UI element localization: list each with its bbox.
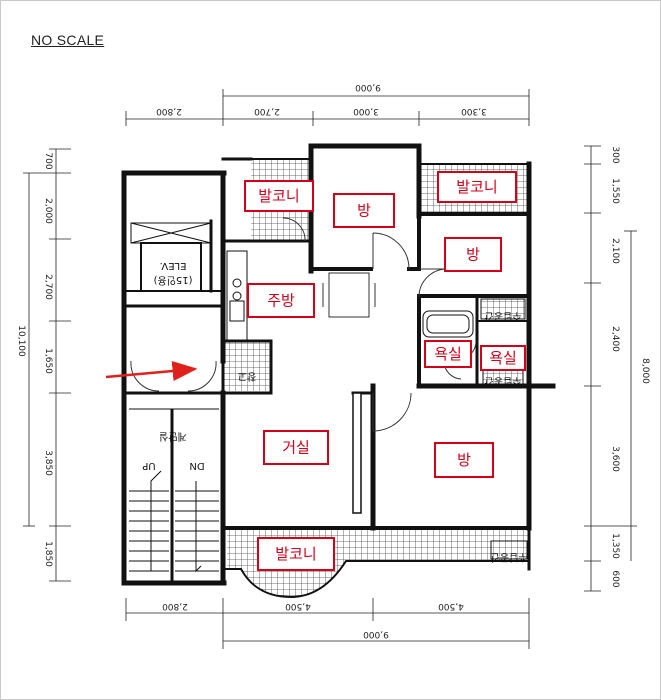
dim-left-total: 10,100 [16,325,26,357]
room-n-label-box: 방 [333,193,395,228]
staircase [129,408,219,583]
kitchen-label: 주방 [267,292,295,310]
balcony-s-label-box: 발코니 [257,537,335,571]
small-room-label: 창고 [238,370,256,382]
balcony-ne-label-box: 발코니 [437,171,517,203]
dim-bottom-total: 9,000 [363,629,389,639]
balcony-s-label: 발코니 [275,545,316,563]
bottom-dimension-lines [125,598,530,649]
dim-right-2: 1,550 [610,178,620,204]
dining-table [322,272,376,318]
storage-label-3: 수납공간 [491,551,528,563]
dim-bottom-2: 4,500 [285,601,311,611]
kitchen-counter [226,250,248,342]
stair-up-label: UP [142,460,155,471]
bath-2-label: 욕실 [489,349,517,367]
balcony-nw-label-box: 발코니 [244,180,314,212]
dim-right-7: 600 [610,570,620,587]
dim-left-5: 3,850 [43,450,53,476]
dim-right-1: 300 [610,146,620,163]
stair-label: 계단실 [159,430,187,442]
storage-label-1: 수납공간 [485,310,522,322]
dim-right-4: 2,400 [610,326,620,352]
stair-dn-label: DN [189,460,204,471]
dim-top-3: 3,000 [353,106,379,116]
kitchen-label-box: 주방 [247,283,315,318]
bath-1-label-box: 욕실 [424,340,472,368]
dim-bottom-1: 2,800 [162,601,188,611]
room-n-label: 방 [357,202,371,220]
living-label-box: 거실 [263,430,329,465]
elevator: ELEV. (15인용) [130,222,212,292]
left-dimension-lines [23,148,71,582]
room-se-label-box: 방 [434,442,494,478]
dim-right-5: 3,600 [610,446,620,472]
elevator-capacity: (15인용) [153,274,192,286]
bathtub [422,310,474,338]
room-ne-label-box: 방 [444,237,502,272]
walls [121,143,556,599]
dim-left-4: 1,650 [43,348,53,374]
elevator-label: ELEV. [160,260,187,271]
dim-top-total: 9,000 [355,82,381,92]
room-se-label: 방 [457,451,471,469]
room-ne-label: 방 [466,246,480,264]
storage-label-2: 수납공간 [485,375,522,387]
dim-top-1: 2,800 [156,106,182,116]
dim-left-6: 1,850 [43,541,53,567]
entry-arrow [105,361,198,381]
scale-note: NO SCALE [31,32,105,48]
dim-bottom-3: 4,500 [438,601,464,611]
dim-right-total: 8,000 [640,358,650,384]
living-label: 거실 [282,439,310,457]
dim-right-3: 2,100 [610,238,620,264]
bath-2-label-box: 욕실 [480,345,526,371]
storage-grid-3 [490,540,528,560]
right-dimension-lines [584,145,637,592]
balcony-ne-label: 발코니 [456,178,497,196]
storage-grid-1 [480,298,526,320]
dim-left-2: 2,000 [43,198,53,224]
room-labels: 발코니 방 발코니 방 주방 욕실 [244,171,526,571]
top-dimension-lines [125,89,530,126]
dim-left-3: 2,700 [43,274,53,300]
dim-left-1: 700 [43,152,53,169]
living-partition [352,392,362,514]
dim-right-6: 1,350 [610,533,620,559]
dim-top-4: 3,300 [461,106,487,116]
dim-top-2: 2,700 [254,106,280,116]
utility-floor [223,341,271,391]
bath-1-label: 욕실 [434,345,462,363]
balcony-nw-label: 발코니 [258,187,299,205]
